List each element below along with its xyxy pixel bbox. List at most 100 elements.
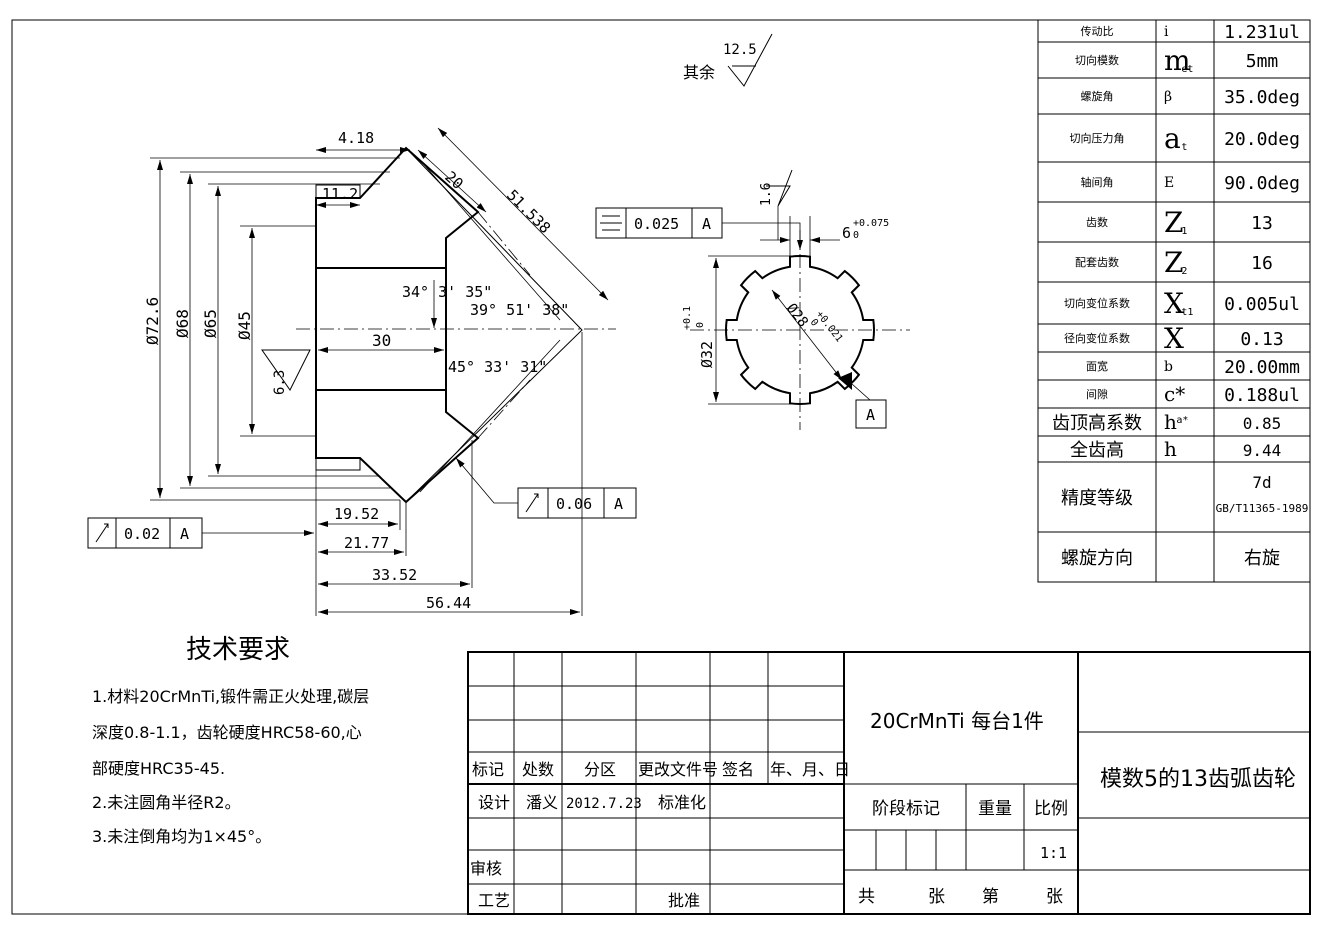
header-date: 年、月、日 [770, 760, 850, 779]
param-name: 螺旋角 [1081, 89, 1114, 103]
symmetry-value: 0.025 [634, 215, 679, 233]
tech-req-line-5: 3.未注倒角均为1×45°。 [92, 827, 271, 846]
param-name: 齿顶高系数 [1052, 413, 1142, 434]
approve-label: 批准 [668, 891, 700, 910]
param-value: 1.231ul [1224, 22, 1300, 43]
dim-phi72-6: Ø72.6 [143, 297, 162, 345]
param-symbol-sub: et [1181, 64, 1193, 75]
designer-name: 潘义 [526, 793, 558, 812]
dim-4-18: 4.18 [338, 129, 374, 147]
svg-text:0: 0 [695, 322, 706, 328]
tech-req-line-4: 2.未注圆角半径R2。 [92, 793, 241, 812]
process-label: 工艺 [478, 891, 510, 910]
param-name: 齿数 [1086, 216, 1108, 229]
symmetry-datum: A [702, 215, 711, 233]
param-value-standard: GB/T11365-1989 [1216, 502, 1309, 515]
param-symbol: Z [1164, 246, 1183, 279]
design-label: 设计 [478, 793, 510, 812]
sheet-total-suffix: 张 [928, 887, 945, 907]
param-symbol: X [1164, 322, 1184, 355]
param-symbol-sub: 1 [1181, 226, 1187, 237]
material-quantity: 20CrMnTi 每台1件 [870, 709, 1044, 733]
finish-6-3-value: 6.3 [272, 370, 288, 395]
param-symbol: X [1164, 287, 1184, 320]
dim-phi28-tol: +0.021 [814, 309, 845, 344]
tech-req-line-3: 部硬度HRC35-45. [92, 759, 225, 778]
param-value: 13 [1251, 213, 1273, 234]
surface-finish-prefix: 其余 [683, 63, 715, 82]
param-symbol: Z [1164, 206, 1183, 239]
svg-text:0: 0 [853, 230, 859, 241]
surface-finish-value: 12.5 [723, 42, 757, 58]
param-symbol: β [1164, 89, 1172, 105]
param-name: 间隙 [1086, 387, 1108, 401]
dim-phi45: Ø45 [235, 311, 254, 340]
header-zone: 分区 [584, 760, 616, 779]
runout-value-2: 0.06 [556, 495, 592, 513]
tech-req-title: 技术要求 [186, 635, 290, 665]
angle-39: 39° 51' 38" [470, 301, 569, 319]
runout-datum-2: A [614, 495, 623, 513]
part-name: 模数5的13齿弧齿轮 [1100, 767, 1296, 792]
title-block: 标记 处数 分区 更改文件号 签名 年、月、日 设计 潘义 2012.7.23 … [467, 651, 1311, 915]
param-symbol: m [1164, 44, 1191, 77]
param-name: 配套齿数 [1075, 256, 1119, 269]
param-symbol: i [1164, 24, 1169, 40]
standard-label: 标准化 [658, 793, 706, 812]
technical-requirements: 技术要求 1.材料20CrMnTi,锻件需正火处理,碳层 深度0.8-1.1，齿… [92, 635, 369, 846]
runout-datum-1: A [180, 525, 189, 543]
runout-frame-0-06: 0.06 A [455, 457, 637, 519]
param-value: 9.44 [1243, 441, 1282, 460]
dim-6-tol: +0.075 [853, 218, 889, 229]
param-name: 精度等级 [1061, 488, 1133, 509]
tech-req-line-1: 1.材料20CrMnTi,锻件需正火处理,碳层 [92, 687, 369, 706]
bottom-dimensions: 19.52 21.77 33.52 56.44 [315, 332, 583, 616]
design-date: 2012.7.23 [566, 796, 642, 812]
param-value: 0.005ul [1224, 294, 1300, 315]
header-count: 处数 [522, 760, 554, 779]
param-name: 传动比 [1081, 25, 1114, 38]
param-symbol: b [1164, 359, 1173, 375]
param-value: 90.0deg [1224, 173, 1300, 194]
param-name: 切向压力角 [1070, 131, 1125, 145]
dim-11-2: 11.2 [322, 185, 358, 203]
param-name: 螺旋方向 [1061, 548, 1133, 569]
runout-value-1: 0.02 [124, 525, 160, 543]
runout-frame-0-02: 0.02 A [87, 517, 314, 549]
param-symbol: c* [1164, 382, 1185, 406]
dim-19-52: 19.52 [334, 505, 379, 523]
param-value: 20.00mm [1224, 357, 1300, 378]
section-upper [315, 146, 480, 269]
symmetry-frame: 0.025 A [595, 207, 803, 250]
tech-req-line-2: 深度0.8-1.1，齿轮硬度HRC58-60,心 [92, 723, 362, 742]
datum-a-label: A [866, 406, 875, 424]
dim-phi65: Ø65 [201, 309, 220, 338]
dim-phi68: Ø68 [173, 309, 192, 338]
param-symbol-sub: 2 [1181, 266, 1187, 277]
header-mark: 标记 [472, 760, 504, 779]
dim-21-77: 21.77 [344, 534, 389, 552]
param-symbol: a [1164, 122, 1181, 155]
param-name: 切向变位系数 [1064, 296, 1130, 310]
param-value: 35.0deg [1224, 87, 1300, 108]
dim-56-44: 56.44 [426, 594, 471, 612]
inner-dimensions: 30 34° 3' 35" 39° 51' 38" 45° 33' 31" [318, 280, 569, 376]
scale-label: 比例 [1034, 799, 1068, 819]
sheet-total-prefix: 共 [858, 887, 875, 907]
dim-phi32: Ø32 [698, 341, 716, 368]
section-lower [315, 389, 480, 504]
weight-label: 重量 [978, 799, 1012, 819]
param-value: 0.85 [1243, 414, 1282, 433]
dim-phi28: Ø28 [783, 301, 811, 331]
top-dimensions: 4.18 11.2 20 51.538 [316, 127, 609, 301]
param-value: 5mm [1246, 51, 1279, 72]
param-value: 0.13 [1240, 329, 1283, 350]
param-symbol: E [1164, 175, 1174, 191]
param-value: 20.0deg [1224, 129, 1300, 150]
stage-label: 阶段标记 [872, 799, 940, 819]
param-symbol: h [1164, 410, 1177, 434]
param-symbol: h [1164, 437, 1177, 461]
angle-34: 34° 3' 35" [402, 283, 492, 301]
